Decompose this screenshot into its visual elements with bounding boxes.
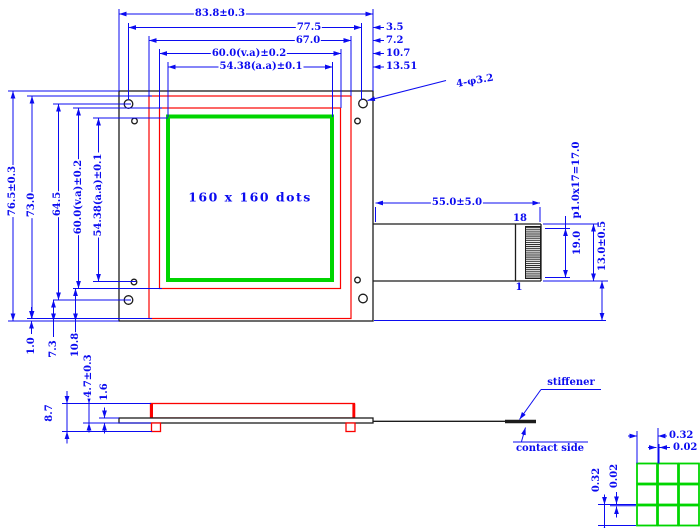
dim-label-viewing-width: 60.0(v.a)±0.2 — [210, 47, 288, 59]
tail-outline — [373, 223, 542, 282]
leader-lines — [367, 80, 542, 442]
dim-label-offset-3.5: 3.5 — [385, 21, 405, 33]
display-resolution-label: 160 x 160 dots — [188, 189, 312, 205]
dim-label-dot-gap-h: 0.02 — [672, 441, 699, 453]
side-board — [118, 417, 374, 424]
dim-label-hole-pitch-h: 77.5 — [295, 21, 323, 33]
contact-side-label: contact side — [515, 442, 585, 454]
dot-detail-grid — [636, 462, 700, 527]
alignment-hole-top-left — [131, 117, 138, 125]
dot-cell — [636, 462, 658, 485]
front-view — [118, 90, 374, 322]
active-area-outline — [166, 114, 334, 282]
dot-cell — [636, 483, 658, 506]
leader-stiffener — [519, 389, 542, 420]
dim-label-offset-13.51: 13.51 — [385, 60, 419, 73]
fpc-tail — [373, 223, 542, 282]
dot-cell — [678, 483, 700, 506]
dim-label-offset-10.7: 10.7 — [385, 47, 412, 59]
dot-cell — [636, 504, 658, 527]
dot-cell — [657, 504, 679, 527]
mounting-hole-top-right — [358, 98, 368, 109]
extension-lines — [8, 9, 660, 526]
dot-cell — [657, 483, 679, 506]
outside-arrows — [29, 25, 670, 528]
alignment-hole-bottom-right — [354, 276, 361, 284]
alignment-hole-top-right — [354, 117, 361, 125]
side-foot-left — [150, 422, 162, 433]
pin-1-label: 1 — [515, 281, 523, 293]
pin-18-label: 18 — [513, 212, 527, 224]
dot-cell — [678, 462, 700, 485]
dim-label-stack-thickness: 4.7±0.3 — [82, 353, 95, 399]
mounting-hole-bottom-right — [358, 293, 368, 304]
dim-label-offset-7.2: 7.2 — [385, 34, 405, 46]
dim-label-bottom-10.8: 10.8 — [69, 331, 81, 359]
dim-label-total-thickness: 8.7 — [43, 403, 56, 423]
dim-label-overall-height: 76.5±0.3 — [6, 164, 19, 218]
side-view — [118, 402, 536, 433]
dim-label-tail-length: 55.0±5.0 — [430, 196, 484, 209]
side-foot-right — [345, 422, 356, 433]
dim-label-glass-height: 73.0 — [25, 191, 38, 219]
dim-label-overall-width: 83.8±0.3 — [193, 7, 247, 20]
dot-cell — [657, 462, 679, 485]
dim-label-connector-height: 19.0 — [571, 229, 584, 257]
stiffener-label: stiffener — [547, 376, 595, 388]
dim-label-dot-gap-v: 0.02 — [608, 462, 620, 490]
dim-label-board-thickness: 1.6 — [98, 382, 110, 402]
dim-label-active-width: 54.38(a.a)±0.1 — [218, 60, 304, 73]
dim-label-dot-pitch-h: 0.32 — [668, 429, 695, 442]
dim-label-tail-offset: 13.0±0.5 — [596, 219, 609, 272]
module-outline — [118, 90, 374, 322]
viewing-area-outline — [158, 107, 342, 290]
dim-label-hole-pitch-v: 64.5 — [51, 190, 64, 218]
dim-label-glass-width: 67.0 — [294, 34, 322, 46]
leader-contact-side — [521, 427, 526, 442]
dim-label-viewing-height: 60.0(v.a)±0.2 — [72, 158, 84, 236]
dim-label-active-height: 54.38(a.a)±0.1 — [92, 152, 104, 238]
lcd-glass-outline — [148, 95, 352, 320]
dim-label-pin-pitch: p1.0x17=17.0 — [570, 140, 583, 220]
dim-label-bottom-1.0: 1.0 — [25, 336, 37, 356]
dim-label-dot-pitch-v: 0.32 — [590, 466, 603, 494]
dot-cell — [678, 504, 700, 527]
connector-pins-hatch — [525, 226, 541, 279]
side-glass-edges — [150, 404, 356, 418]
dim-label-bottom-7.3: 7.3 — [47, 339, 59, 359]
leader-mounting-holes — [367, 80, 447, 101]
side-glass — [149, 402, 356, 419]
